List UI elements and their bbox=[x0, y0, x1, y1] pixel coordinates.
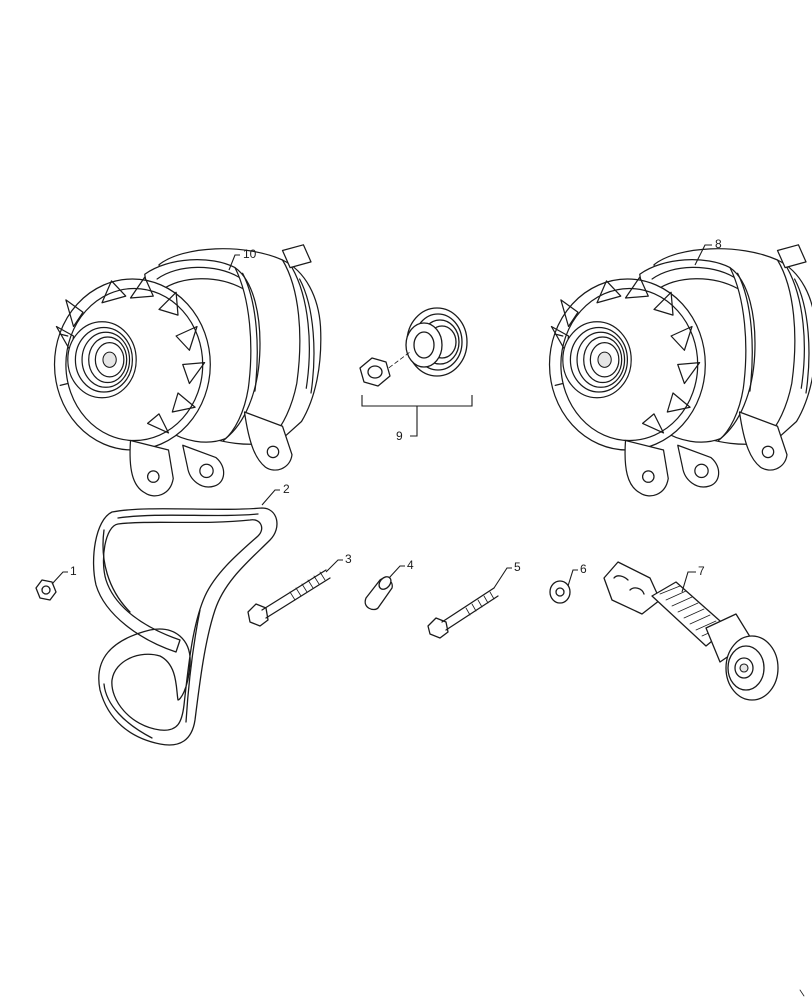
alternator-10 bbox=[53, 244, 322, 497]
callout-5: 5 bbox=[514, 560, 521, 574]
callout-6: 6 bbox=[580, 562, 587, 576]
callout-2: 2 bbox=[283, 482, 290, 496]
callout-leaders bbox=[51, 244, 712, 593]
spacer-sleeve bbox=[364, 576, 393, 611]
washer bbox=[549, 580, 571, 604]
callout-3: 3 bbox=[345, 552, 352, 566]
bolt-short bbox=[427, 587, 499, 639]
belt-tensioner bbox=[603, 561, 779, 701]
bolt-long bbox=[247, 569, 331, 627]
drive-belt bbox=[92, 507, 278, 746]
callout-1: 1 bbox=[70, 564, 77, 578]
callout-7: 7 bbox=[698, 564, 705, 578]
pulley-assembly bbox=[359, 307, 473, 437]
callout-8: 8 bbox=[715, 237, 722, 251]
callout-4: 4 bbox=[407, 558, 414, 572]
callout-10: 10 bbox=[243, 247, 257, 261]
callout-9: 9 bbox=[396, 429, 403, 443]
alternator-8 bbox=[548, 244, 812, 497]
corner-mark bbox=[799, 989, 805, 997]
nut bbox=[35, 579, 57, 601]
